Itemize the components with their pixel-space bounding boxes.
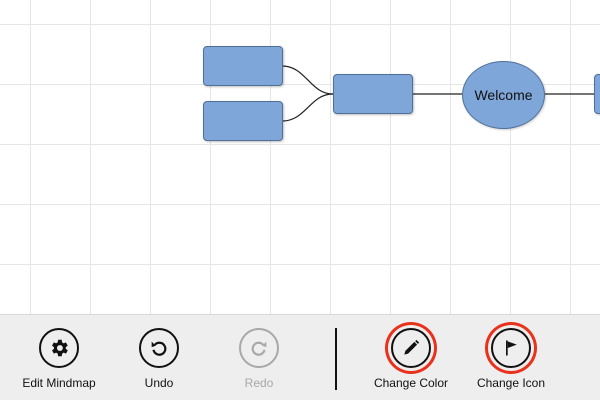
mindmap-node-child-2[interactable]	[203, 101, 283, 141]
change-color-label: Change Color	[373, 376, 449, 390]
mindmap-canvas[interactable]: Welcome	[0, 0, 600, 314]
redo-label: Redo	[244, 376, 274, 390]
redo-icon	[251, 341, 267, 356]
undo-button[interactable]: Undo	[111, 328, 207, 390]
change-color-icon-circle	[391, 328, 431, 368]
appbar-separator	[335, 328, 337, 390]
change-icon-icon-circle	[491, 328, 531, 368]
connector-child-1	[281, 65, 334, 95]
change-icon-label: Change Icon	[476, 376, 546, 390]
flag-icon	[506, 340, 517, 356]
gear-icon	[52, 339, 68, 357]
mindmap-node-right[interactable]	[594, 74, 600, 114]
mindmap-node-branch[interactable]	[333, 74, 413, 114]
connector-child-2	[281, 93, 334, 122]
undo-label: Undo	[144, 376, 174, 390]
app-bar: Edit Mindmap Undo Redo Change Color	[0, 314, 600, 400]
change-color-button[interactable]: Change Color	[363, 328, 459, 390]
mindmap-node-child-1[interactable]	[203, 46, 283, 86]
undo-icon-circle	[139, 328, 179, 368]
edit-mindmap-label: Edit Mindmap	[22, 376, 96, 390]
pencil-icon	[404, 339, 420, 355]
root-node-label: Welcome	[474, 87, 533, 103]
mindmap-root-node[interactable]: Welcome	[462, 61, 545, 129]
redo-button[interactable]: Redo	[211, 328, 307, 390]
edit-mindmap-button[interactable]: Edit Mindmap	[11, 328, 107, 390]
undo-icon	[151, 341, 167, 356]
mindmap-connectors	[281, 65, 600, 122]
change-icon-button[interactable]: Change Icon	[463, 328, 559, 390]
edit-mindmap-icon-circle	[39, 328, 79, 368]
redo-icon-circle	[239, 328, 279, 368]
